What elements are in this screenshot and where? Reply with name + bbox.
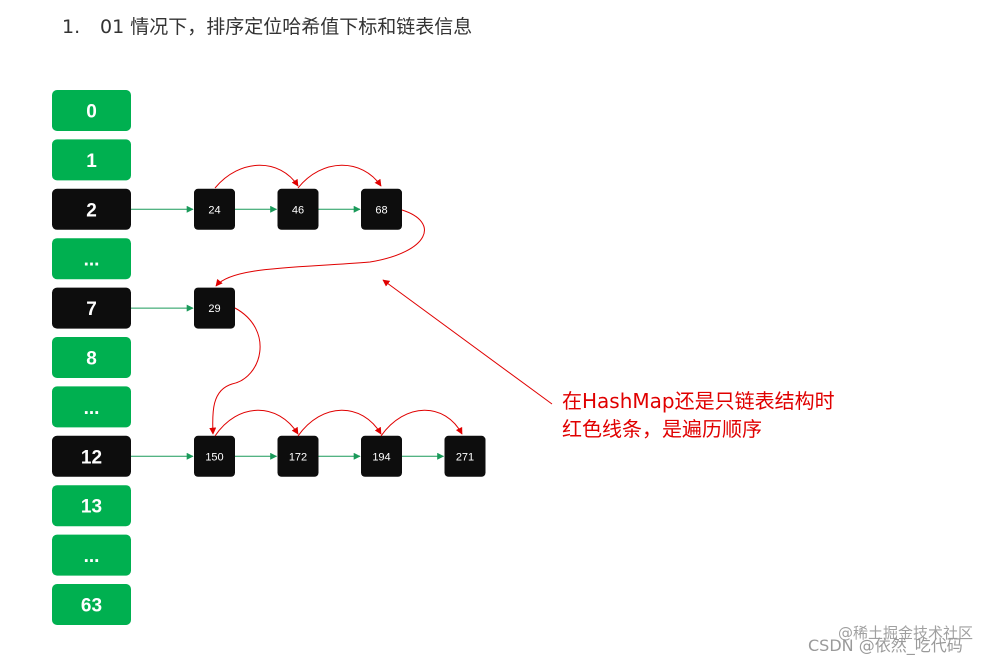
traversal-order bbox=[209, 164, 553, 437]
bucket: ... bbox=[52, 534, 131, 576]
bucket-label: 8 bbox=[86, 349, 97, 370]
node-box bbox=[444, 435, 486, 477]
heading-text: 01 情况下，排序定位哈希值下标和链表信息 bbox=[100, 16, 473, 38]
watermark-site: @稀土掘金技术社区 bbox=[838, 624, 973, 642]
bucket-label: 2 bbox=[86, 200, 97, 221]
chain-node: 68 bbox=[361, 188, 402, 230]
node-value: 194 bbox=[372, 451, 390, 463]
traversal-arrow bbox=[215, 209, 425, 287]
bucket: ... bbox=[52, 386, 131, 428]
node-box bbox=[194, 188, 235, 230]
node-value: 46 bbox=[292, 204, 304, 216]
node-box bbox=[277, 435, 319, 477]
bucket: 8 bbox=[52, 337, 131, 378]
node-value: 150 bbox=[205, 451, 223, 463]
node-box bbox=[361, 435, 402, 477]
traversal-arrow bbox=[214, 164, 299, 189]
bucket-label: 63 bbox=[81, 596, 102, 617]
annotation-line-2: 红色线条，是遍历顺序 bbox=[562, 417, 762, 441]
bucket-box bbox=[52, 534, 131, 576]
bucket-label: ... bbox=[84, 546, 100, 567]
traversal-arrow bbox=[209, 307, 261, 435]
chain-node: 29 bbox=[194, 287, 235, 329]
bucket-label: ... bbox=[84, 250, 100, 271]
bucket: ... bbox=[52, 238, 131, 280]
chain-node: 194 bbox=[361, 435, 402, 477]
bucket-box bbox=[52, 485, 131, 527]
chain-node: 24 bbox=[194, 188, 235, 230]
bucket-box bbox=[52, 238, 131, 280]
chain-node: 46 bbox=[277, 188, 319, 230]
section-heading: 1. 01 情况下，排序定位哈希值下标和链表信息 bbox=[62, 12, 472, 39]
traversal-arrow bbox=[380, 409, 463, 437]
chain-links bbox=[131, 205, 445, 460]
bucket: 0 bbox=[52, 90, 131, 131]
bucket: 63 bbox=[52, 584, 131, 625]
bucket-box bbox=[52, 139, 131, 181]
bucket: 1 bbox=[52, 139, 131, 181]
chain-node: 172 bbox=[277, 435, 319, 477]
chain-nodes: 24 46 68 29 150 172 194 271 bbox=[194, 188, 486, 477]
node-value: 68 bbox=[375, 204, 387, 216]
chain-node: 271 bbox=[444, 435, 486, 477]
watermark-author: CSDN @依然_吃代码 bbox=[808, 636, 963, 656]
bucket: 12 bbox=[52, 435, 131, 477]
node-value: 172 bbox=[289, 451, 307, 463]
bucket-label: ... bbox=[84, 398, 100, 419]
watermark: @稀土掘金技术社区 CSDN @依然_吃代码 bbox=[808, 624, 973, 656]
node-box bbox=[194, 287, 235, 329]
annotation-pointer bbox=[382, 279, 553, 405]
bucket-box bbox=[52, 337, 131, 378]
bucket: 7 bbox=[52, 287, 131, 329]
bucket-box bbox=[52, 90, 131, 131]
bucket: 2 bbox=[52, 188, 131, 230]
bucket-label: 7 bbox=[86, 299, 97, 320]
chain-node: 150 bbox=[194, 435, 235, 477]
bucket: 13 bbox=[52, 485, 131, 527]
traversal-arrow bbox=[297, 164, 382, 189]
annotation-line-1: 在HashMap还是只链表结构时 bbox=[562, 389, 835, 413]
node-value: 271 bbox=[456, 451, 474, 463]
bucket-label: 13 bbox=[81, 497, 102, 518]
node-box bbox=[277, 188, 319, 230]
annotation: 在HashMap还是只链表结构时 红色线条，是遍历顺序 bbox=[562, 389, 835, 441]
bucket-label: 1 bbox=[86, 151, 97, 172]
traversal-arrow bbox=[214, 409, 299, 437]
bucket-label: 0 bbox=[86, 102, 97, 123]
bucket-box bbox=[52, 386, 131, 428]
bucket-box bbox=[52, 584, 131, 625]
traversal-arrow bbox=[297, 409, 382, 437]
node-box bbox=[361, 188, 402, 230]
bucket-label: 12 bbox=[81, 447, 102, 468]
bucket-box bbox=[52, 435, 131, 477]
bucket-box bbox=[52, 188, 131, 230]
list-number: 1. bbox=[62, 16, 81, 38]
bucket-box bbox=[52, 287, 131, 329]
node-value: 29 bbox=[208, 303, 220, 315]
node-value: 24 bbox=[208, 204, 220, 216]
node-box bbox=[194, 435, 235, 477]
